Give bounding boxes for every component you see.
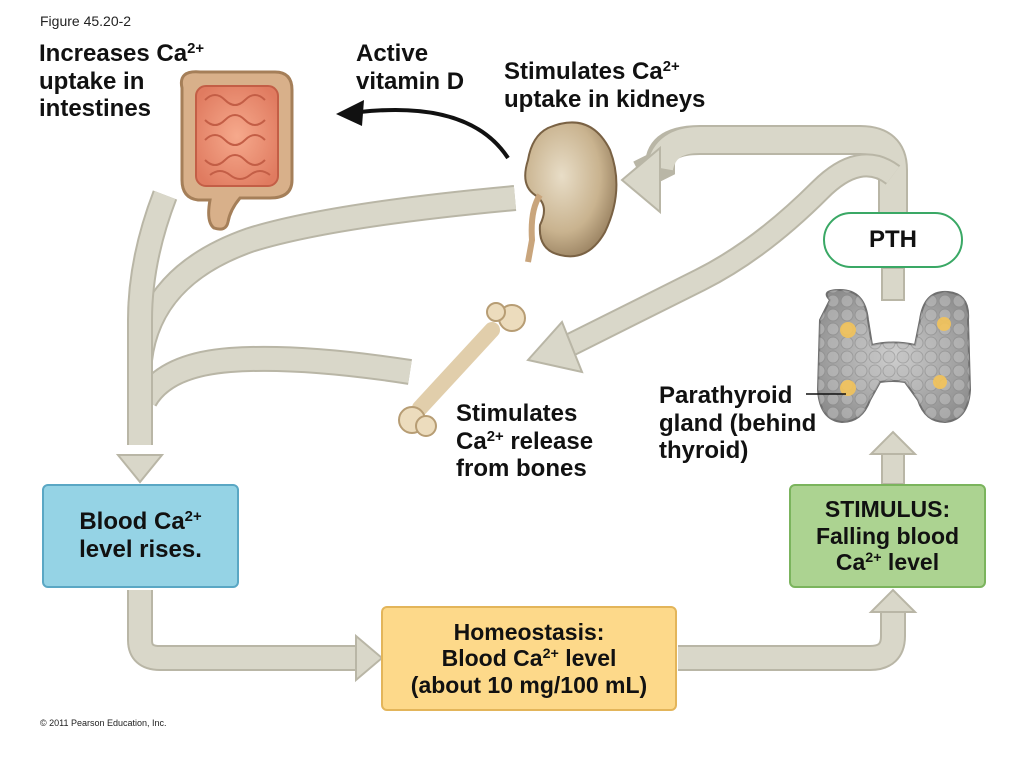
thyroid-illustration: [816, 288, 972, 424]
arrow-vitamin-d: [336, 100, 510, 160]
copyright-notice: © 2011 Pearson Education, Inc.: [40, 718, 167, 728]
arrow-pth-to-kidney: [620, 125, 908, 215]
figure-label: Figure 45.20-2: [40, 13, 132, 29]
kidney-label: Stimulates Ca2+ uptake in kidneys: [504, 58, 706, 113]
arrow-bone-to-blood: [133, 345, 412, 408]
blood-level-rises-box: Blood Ca2+ level rises.: [42, 484, 239, 588]
kidney-illustration: [524, 121, 618, 263]
arrow-blood-to-homeostasis: [127, 590, 384, 683]
connector-thyroid-pth: [881, 267, 905, 301]
parathyroid-spot: [840, 322, 856, 338]
arrow-homeostasis-to-stimulus: [678, 588, 918, 671]
bone-illustration: [398, 302, 526, 437]
pth-label: PTH: [823, 212, 963, 268]
parathyroid-spot: [840, 380, 856, 396]
intestine-illustration: [179, 70, 294, 231]
parathyroid-spot: [933, 375, 947, 389]
arrow-kidney-to-blood: [127, 185, 517, 440]
vitamin-d-label: Active vitamin D: [356, 40, 465, 95]
parathyroid-label: Parathyroid gland (behind thyroid): [659, 382, 817, 465]
arrow-pth-to-bone: [526, 153, 901, 374]
bone-label: Stimulates Ca2+ release from bones: [456, 400, 594, 483]
intestine-label: Increases Ca2+ uptake in intestines: [39, 40, 205, 123]
homeostasis-box: Homeostasis: Blood Ca2+ level (about 10 …: [381, 606, 677, 711]
arrow-stimulus-to-thyroid: [868, 430, 918, 485]
stimulus-box: STIMULUS: Falling blood Ca2+ level: [789, 484, 986, 588]
parathyroid-spot: [937, 317, 951, 331]
arrow-intestine-to-blood: [115, 190, 178, 484]
